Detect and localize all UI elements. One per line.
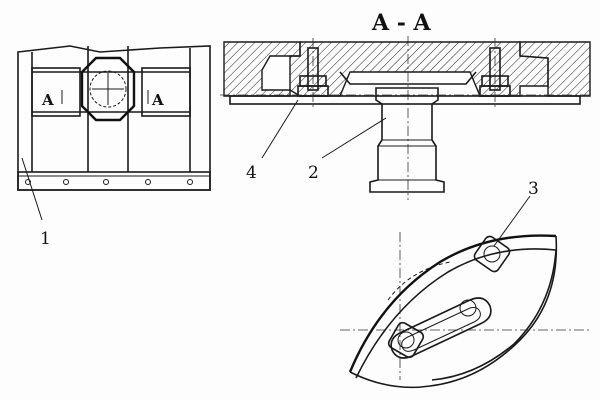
section-mark-left: A (41, 91, 54, 109)
detail-view (340, 195, 590, 389)
section-mark-right: A (151, 91, 164, 109)
callout-1: 1 (40, 229, 51, 249)
callout-4: 4 (246, 163, 257, 183)
front-view (17, 45, 211, 221)
callout-2: 2 (308, 163, 319, 183)
section-view (220, 36, 592, 200)
callout-3: 3 (528, 179, 539, 199)
section-title: A - A (371, 10, 432, 36)
